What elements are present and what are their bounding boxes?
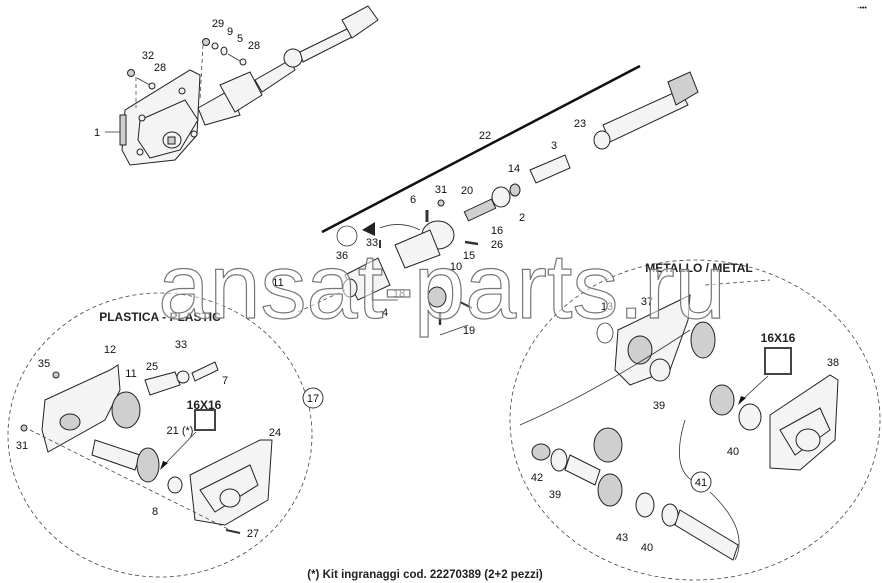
callout: 10 (450, 261, 462, 273)
section-divider (321, 64, 641, 234)
reference-circle-17 (302, 387, 324, 409)
kit-footnote: (*) Kit ingranaggi cod. 22270389 (2+2 pe… (307, 569, 543, 581)
callout: 20 (461, 185, 473, 197)
pointer-arrow-icon (738, 396, 746, 405)
callout: 11 (125, 368, 136, 380)
square-end (341, 5, 379, 39)
metal-detail-circle (509, 259, 881, 581)
callout: 3 (551, 140, 557, 152)
callout: 38 (827, 357, 839, 369)
callout: 27 (247, 528, 259, 540)
ring-8 (167, 476, 183, 494)
size-badge: 16X16 (187, 398, 222, 412)
callout: 28 (248, 40, 260, 52)
bearing-39b (550, 448, 568, 472)
shaft-collar (283, 48, 303, 68)
metal-assembly (519, 279, 839, 561)
callout: 23 (574, 118, 586, 130)
shear-head-19 (427, 286, 447, 308)
circlip-13 (596, 322, 614, 344)
callout: 17 (307, 393, 319, 405)
plastic-section-title: PLASTICA - PLASTIC (99, 310, 221, 324)
gear-21a (111, 391, 141, 429)
callout: 37 (641, 296, 653, 308)
callout: 39 (549, 489, 561, 501)
size-badge: 16X16 (761, 331, 796, 345)
middle-assembly (297, 71, 699, 336)
bush-2 (491, 186, 511, 208)
callout: 41 (695, 477, 707, 489)
square-bore-icon (194, 409, 216, 431)
callout: 16 (491, 225, 503, 237)
callout: 22 (479, 130, 491, 142)
nut-42 (531, 443, 551, 461)
callout: 26 (491, 239, 503, 251)
callout: 18 (393, 288, 405, 300)
shaft-25 (144, 371, 181, 396)
callout: 1 (94, 127, 100, 139)
callout: 40 (727, 446, 739, 458)
callout: 7 (222, 375, 228, 387)
callout: 14 (508, 163, 520, 175)
callout: 33 (175, 339, 187, 351)
callout: 4 (382, 307, 388, 319)
shaft-21b (91, 439, 141, 471)
callout: 43 (616, 532, 628, 544)
callout: 6 (410, 194, 416, 206)
pin-3 (529, 154, 571, 184)
callout: 19 (463, 325, 475, 337)
callout: 42 (531, 472, 543, 484)
shaft-metal (564, 454, 601, 486)
pointer-arrow-icon (160, 461, 168, 470)
gear-21b (136, 447, 160, 483)
callout: 13 (601, 301, 613, 313)
corner-mark: ‐••• (857, 5, 867, 12)
callout: 32 (142, 50, 154, 62)
callout: 28 (154, 62, 166, 74)
plate-12 (41, 364, 121, 453)
joint-yoke (219, 71, 263, 113)
callout: 31 (16, 440, 28, 452)
direction-arrow (362, 222, 375, 236)
yoke-18 (394, 229, 441, 269)
gear-metal-a (690, 321, 716, 359)
callout: 12 (104, 344, 116, 356)
bush-40 (738, 403, 762, 431)
gear-metal-c (593, 427, 623, 463)
bearing-39 (649, 358, 671, 382)
callout: 21 (*) (167, 425, 194, 437)
callout: 8 (152, 506, 158, 518)
callout: 9 (227, 26, 233, 38)
watermark: ansat-parts.ru (158, 236, 726, 338)
callout: 31 (435, 184, 447, 196)
callout: 40 (641, 542, 653, 554)
top-assembly (105, 5, 379, 166)
ring-43 (635, 492, 655, 518)
callout: 15 (463, 250, 475, 262)
callout: 11 (272, 277, 283, 289)
callout: 36 (336, 250, 348, 262)
circlip-36 (336, 225, 358, 247)
gear-metal-d (597, 473, 623, 507)
metal-section-title: METALLO / METAL (645, 261, 753, 275)
square-end-2 (667, 71, 699, 106)
square-bore-icon (764, 347, 792, 375)
plastic-detail-circle (7, 292, 313, 578)
callout: 33 (366, 237, 378, 249)
callout: 29 (212, 18, 224, 30)
plastic-assembly (20, 361, 324, 534)
callout: 39 (653, 400, 665, 412)
reference-circle-41 (690, 471, 712, 493)
gearbox-housing (137, 99, 199, 159)
callout: 5 (237, 33, 243, 45)
gear-metal-b (709, 384, 735, 416)
callout: 24 (269, 427, 281, 439)
callout: 25 (146, 361, 158, 373)
pin-7 (191, 361, 219, 382)
square-shaft (674, 509, 739, 561)
spring-16 (463, 198, 497, 222)
callout: 2 (519, 212, 525, 224)
callout: 35 (38, 358, 50, 370)
